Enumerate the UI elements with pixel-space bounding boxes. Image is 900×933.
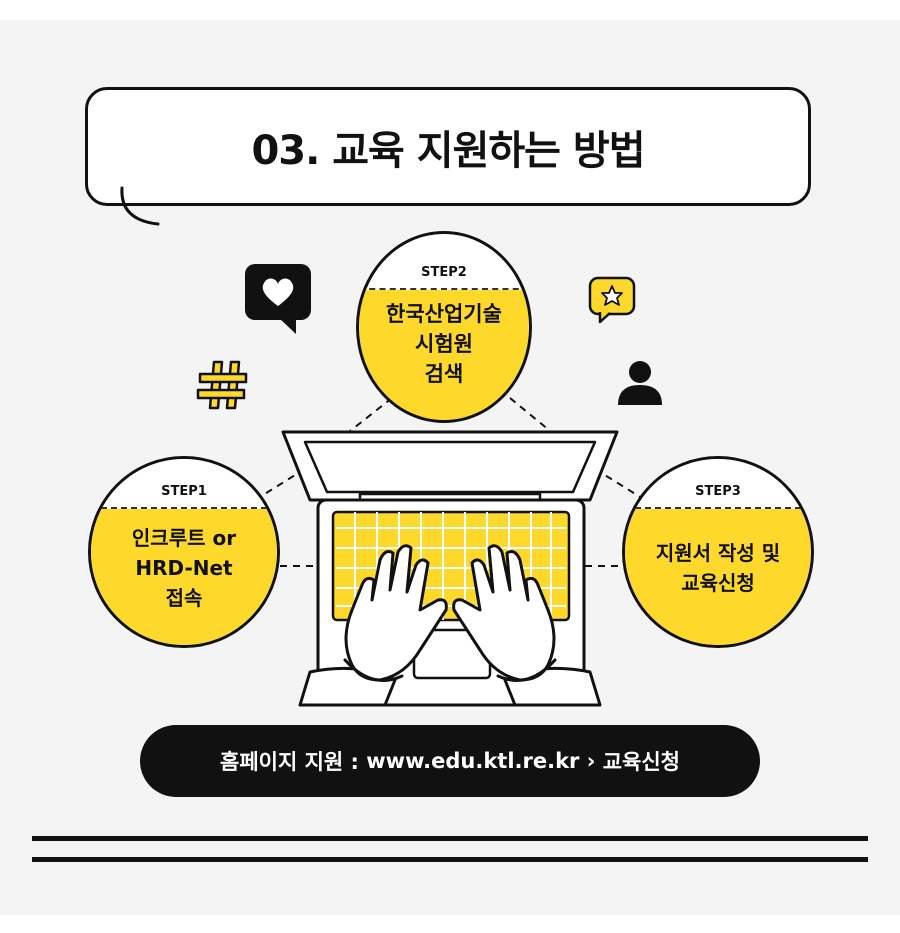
bubble-tail <box>120 186 160 226</box>
step2-circle: STEP2 한국산업기술 시험원 검색 <box>356 231 532 423</box>
laptop-illustration <box>281 430 619 707</box>
homepage-url[interactable]: www.edu.ktl.re.kr <box>366 749 580 773</box>
star-chat-icon <box>588 276 636 324</box>
step3-text: 지원서 작성 및 교육신청 <box>655 541 781 595</box>
step1-circle: STEP1 인크루트 or HRD-Net 접속 <box>88 456 280 648</box>
chevron-right-icon: › <box>586 749 596 773</box>
homepage-label: 홈페이지 지원 : <box>220 750 359 774</box>
step1-label: STEP1 <box>161 484 207 499</box>
footer-rule-bottom <box>32 857 868 862</box>
hashtag-icon <box>196 360 248 410</box>
step3-circle: STEP3 지원서 작성 및 교육신청 <box>622 456 814 648</box>
step2-text: 한국산업기술 시험원 검색 <box>386 302 502 386</box>
heart-chat-icon <box>245 264 311 334</box>
step2-label: STEP2 <box>421 265 467 280</box>
hands-illustration <box>298 544 602 707</box>
footer-rule-top <box>32 836 868 841</box>
step3-label: STEP3 <box>695 484 741 499</box>
user-icon <box>618 361 662 405</box>
title-bubble: 03. 교육 지원하는 방법 <box>85 87 811 206</box>
page-title: 03. 교육 지원하는 방법 <box>251 127 645 174</box>
homepage-banner[interactable]: 홈페이지 지원 : www.edu.ktl.re.kr › 교육신청 <box>140 725 760 797</box>
step1-text: 인크루트 or HRD-Net 접속 <box>131 526 237 610</box>
homepage-action[interactable]: 교육신청 <box>602 750 680 774</box>
